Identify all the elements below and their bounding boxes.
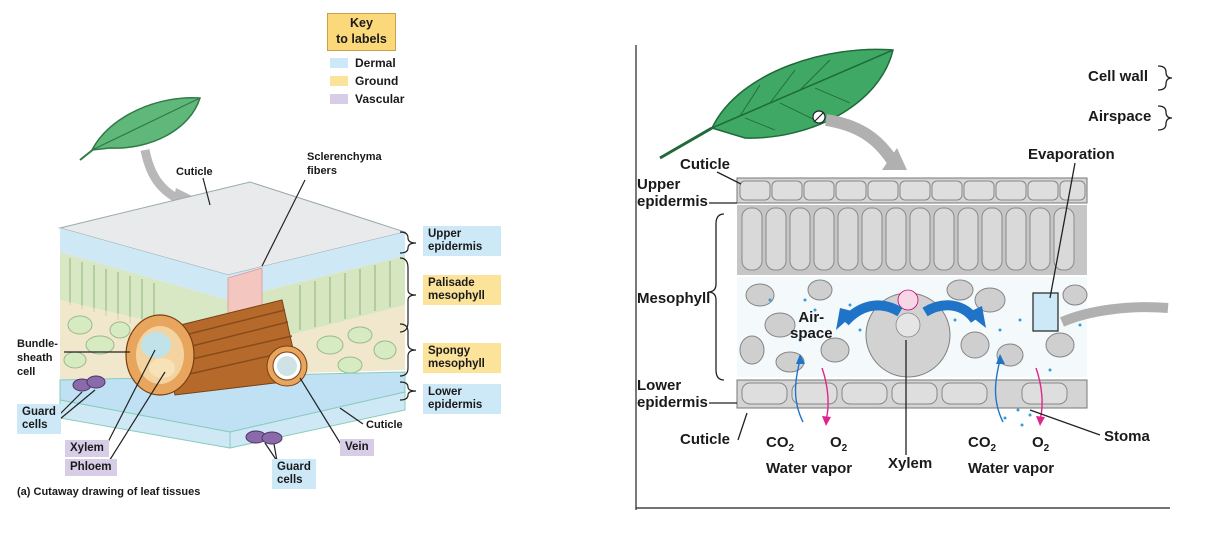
label-phloem: Phloem <box>65 459 117 476</box>
vein-cylinder <box>125 299 308 396</box>
label-stoma: Stoma <box>1104 428 1150 445</box>
label-air-space: Air- space <box>790 309 833 342</box>
label-upper-epidermis-right: Upper epidermis <box>637 176 708 210</box>
label-o2-left: O2 <box>830 434 848 454</box>
label-bundle-sheath: Bundle- sheath cell <box>17 338 58 378</box>
label-cell-wall: Cell wall <box>1088 68 1149 85</box>
label-guard-cells-bottom: Guard cells <box>272 459 316 489</box>
key-swatch-dermal <box>330 58 348 68</box>
gas-exchange-arrows <box>794 354 1045 426</box>
guard-cells-drawing <box>72 375 283 445</box>
label-guard-cells-left: Guard cells <box>17 404 61 434</box>
label-mesophyll: Mesophyll <box>637 290 711 307</box>
label-evaporation: Evaporation <box>1028 146 1115 163</box>
label-sclerenchyma: Sclerenchyma fibers <box>307 151 382 177</box>
label-cuticle-top-right: Cuticle <box>680 156 731 173</box>
label-cuticle-top-left: Cuticle <box>176 166 213 178</box>
label-water-vapor-right: Water vapor <box>968 460 1055 477</box>
leaf-icon-left <box>79 96 201 161</box>
leader-lines-left <box>59 177 417 467</box>
leader-lines-right <box>707 65 1173 455</box>
leaf-icon-right <box>659 48 894 160</box>
key-swatch-vascular <box>330 94 348 104</box>
label-co2-right: CO2 <box>968 434 997 454</box>
label-water-vapor-left: Water vapor <box>766 460 853 477</box>
label-cuticle-bottom-left: Cuticle <box>366 419 403 431</box>
zoom-arrow-right <box>825 114 901 169</box>
label-lower-epidermis-right: Lower epidermis <box>637 377 708 411</box>
label-cuticle-bottom-right: Cuticle <box>680 431 731 448</box>
label-vein: Vein <box>340 439 374 456</box>
key-label-dermal: Dermal <box>355 56 396 70</box>
key-label-vascular: Vascular <box>355 92 405 106</box>
zoom-arrow-left <box>140 149 183 205</box>
key-title: Key to labels <box>327 13 396 51</box>
label-o2-right: O2 <box>1032 434 1050 454</box>
label-xylem-right: Xylem <box>888 455 933 472</box>
label-co2-left: CO2 <box>766 434 795 454</box>
label-upper-epidermis-left: Upper epidermis <box>423 226 501 256</box>
label-airspace: Airspace <box>1088 108 1152 125</box>
label-lower-epidermis-left: Lower epidermis <box>423 384 501 414</box>
key-swatch-ground <box>330 76 348 86</box>
label-spongy: Spongy mesophyll <box>423 343 501 373</box>
label-palisade: Palisade mesophyll <box>423 275 501 305</box>
label-xylem-left: Xylem <box>65 440 109 457</box>
leaf-cross-section <box>736 177 1169 427</box>
figure-caption: (a) Cutaway drawing of leaf tissues <box>17 486 201 498</box>
key-label-ground: Ground <box>355 74 399 88</box>
